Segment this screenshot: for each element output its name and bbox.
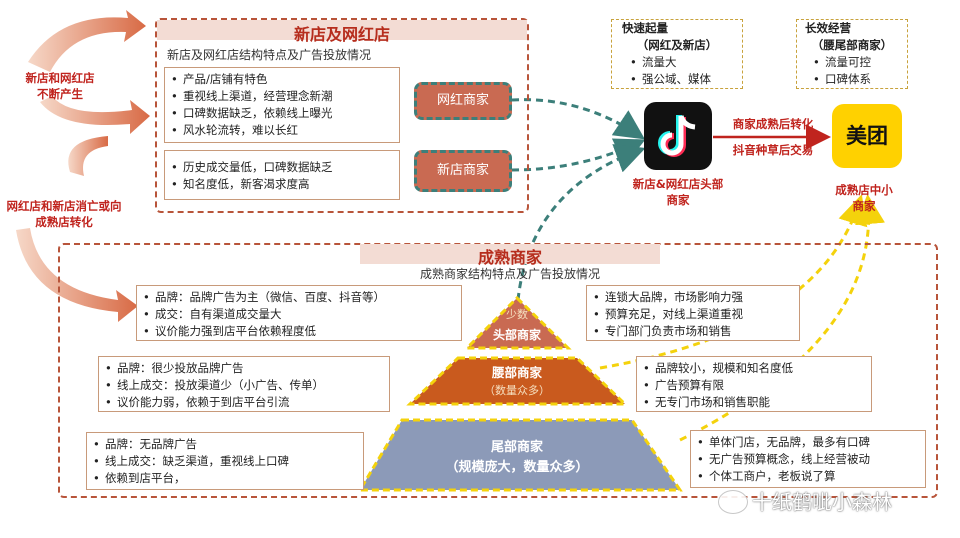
list-item: 无广告预算概念，线上经营被动 — [697, 451, 919, 468]
douyin-caption: 新店&网红店头部商家 — [632, 177, 724, 207]
list-item: 依赖到店平台， — [93, 470, 357, 487]
fast-growth-subtitle: （网红及新店） — [636, 38, 718, 52]
list-item: 个体工商户，老板说了算 — [697, 468, 919, 485]
watermark: 十纸鹤呲小森林 — [718, 486, 958, 518]
meituan-logo: 美团 — [832, 104, 902, 168]
list-item: 专门部门负责市场和销售 — [593, 323, 793, 340]
list-item: 品牌：很少投放品牌广告 — [105, 360, 383, 377]
list-item: 流量大 — [630, 54, 742, 71]
list-item: 无专门市场和销售职能 — [643, 394, 865, 411]
fast-growth-title: 快速起量 — [622, 21, 668, 35]
head-right-list: 连锁大品牌，市场影响力强 预算充足，对线上渠道重视 专门部门负责市场和销售 — [593, 289, 793, 340]
list-item: 预算充足，对线上渠道重视 — [593, 306, 793, 323]
list-item: 线上成交：投放渠道少（小广告、传单） — [105, 377, 383, 394]
teal-connector-wanghong — [511, 98, 645, 140]
waist-right-list: 品牌较小，规模和知名度低 广告预算有限 无专门市场和销售职能 — [643, 360, 865, 411]
head-right-box: 连锁大品牌，市场影响力强 预算充足，对线上渠道重视 专门部门负责市场和销售 — [586, 285, 800, 341]
pill-newstore-merchant: 新店商家 — [414, 150, 512, 192]
pyramid-top-line1: 少数 — [506, 308, 528, 321]
list-item: 广告预算有限 — [643, 377, 865, 394]
tail-left-box: 品牌：无品牌广告 线上成交：缺乏渠道，重视线上口碑 依赖到店平台， — [86, 432, 364, 490]
list-item: 口碑体系 — [813, 71, 907, 88]
mature-panel-title: 成熟商家 — [477, 248, 542, 267]
left-label-top: 新店和网红店不断产生 — [25, 71, 95, 101]
top-panel-subtitle: 新店及网红店结构特点及广告投放情况 — [167, 48, 372, 62]
douyin-logo — [644, 102, 712, 170]
mature-title-bar — [360, 244, 660, 264]
list-item: 品牌较小，规模和知名度低 — [643, 360, 865, 377]
teal-connector-head — [516, 144, 646, 301]
list-item: 风水轮流转，难以长红 — [171, 122, 393, 139]
watermark-text: 十纸鹤呲小森林 — [752, 490, 892, 514]
pill-wanghong-merchant: 网红商家 — [414, 82, 512, 120]
top-panel-box-features: 产品/店铺有特色 重视线上渠道，经营理念新潮 口碑数据缺乏，依赖线上曝光 风水轮… — [164, 67, 400, 143]
list-item: 产品/店铺有特色 — [171, 71, 393, 88]
list-item: 历史成交量低，口碑数据缺乏 — [171, 159, 393, 176]
long-term-title: 长效经营 — [805, 21, 851, 35]
left-curved-arrow-top — [28, 10, 146, 72]
list-item: 议价能力弱，依赖于到店平台引流 — [105, 394, 383, 411]
pyramid-middle-shape — [406, 356, 629, 406]
head-left-list: 品牌：品牌广告为主（微信、百度、抖音等） 成交：自有渠道成交量大 议价能力强到店… — [143, 289, 455, 340]
douyin-note-icon — [658, 115, 696, 157]
wechat-icon — [718, 490, 748, 514]
left-curved-arrow-bottom — [16, 228, 138, 322]
waist-left-list: 品牌：很少投放品牌广告 线上成交：投放渠道少（小广告、传单） 议价能力弱，依赖于… — [105, 360, 383, 411]
yellow-connector-tail — [679, 194, 885, 442]
pyramid-bot-line1: 尾部商家 — [490, 440, 543, 455]
teal-connector-xindian — [511, 138, 646, 172]
tail-right-box: 单体门店，无品牌，最多有口碑 无广告预算概念，线上经营被动 个体工商户，老板说了… — [690, 430, 926, 488]
list-item: 流量可控 — [813, 54, 907, 71]
left-label-bottom: 网红店和新店消亡或向成熟店转化 — [6, 199, 122, 229]
pyramid-bot-line2: （规模庞大，数量众多） — [445, 460, 589, 475]
long-term-subtitle: （腰尾部商家） — [811, 38, 893, 52]
top-panel-title: 新店及网红店 — [293, 25, 390, 44]
list-item: 强公域、媒体 — [630, 71, 742, 88]
meituan-caption: 成熟店中小商家 — [835, 183, 893, 213]
mature-panel-subtitle: 成熟商家结构特点及广告投放情况 — [420, 267, 601, 281]
top-panel-box-newstore-list: 历史成交量低，口碑数据缺乏 知名度低，新客渴求度高 — [171, 159, 393, 193]
waist-left-box: 品牌：很少投放品牌广告 线上成交：投放渠道少（小广告、传单） 议价能力弱，依赖于… — [98, 356, 390, 412]
new-and-influencer-panel: 新店及网红店 新店及网红店结构特点及广告投放情况 — [155, 18, 529, 213]
top-panel-box-features-list: 产品/店铺有特色 重视线上渠道，经营理念新潮 口碑数据缺乏，依赖线上曝光 风水轮… — [171, 71, 393, 139]
pyramid-top-shape — [463, 295, 572, 350]
tail-right-list: 单体门店，无品牌，最多有口碑 无广告预算概念，线上经营被动 个体工商户，老板说了… — [697, 434, 919, 485]
pyramid-top-line2: 头部商家 — [492, 328, 541, 342]
pyramid-mid-line2: （数量众多） — [484, 384, 550, 397]
fast-growth-box: 快速起量 （网红及新店） 流量大 强公域、媒体 — [611, 19, 743, 89]
head-left-box: 品牌：品牌广告为主（微信、百度、抖音等） 成交：自有渠道成交量大 议价能力强到店… — [136, 285, 462, 341]
long-term-list: 流量可控 口碑体系 — [797, 54, 907, 88]
list-item: 单体门店，无品牌，最多有口碑 — [697, 434, 919, 451]
left-curved-arrow-middle — [40, 96, 150, 134]
fast-growth-list: 流量大 强公域、媒体 — [612, 54, 742, 88]
list-item: 成交：自有渠道成交量大 — [143, 306, 455, 323]
long-term-box: 长效经营 （腰尾部商家） 流量可控 口碑体系 — [796, 19, 908, 89]
list-item: 品牌：无品牌广告 — [93, 436, 357, 453]
panel-title-bar — [157, 20, 527, 40]
pyramid-mid-line1: 腰部商家 — [491, 365, 542, 380]
list-item: 议价能力强到店平台依赖程度低 — [143, 323, 455, 340]
platform-arrow-label-bottom: 抖音种草后交易 — [732, 143, 814, 157]
list-item: 品牌：品牌广告为主（微信、百度、抖音等） — [143, 289, 455, 306]
tail-left-list: 品牌：无品牌广告 线上成交：缺乏渠道，重视线上口碑 依赖到店平台， — [93, 436, 357, 487]
pyramid-bottom-shape — [357, 418, 683, 492]
list-item: 知名度低，新客渴求度高 — [171, 176, 393, 193]
list-item: 重视线上渠道，经营理念新潮 — [171, 88, 393, 105]
list-item: 连锁大品牌，市场影响力强 — [593, 289, 793, 306]
list-item: 口碑数据缺乏，依赖线上曝光 — [171, 105, 393, 122]
platform-arrow-label-top: 商家成熟后转化 — [732, 117, 814, 131]
left-curved-arrow-lower — [68, 136, 108, 176]
waist-right-box: 品牌较小，规模和知名度低 广告预算有限 无专门市场和销售职能 — [636, 356, 872, 412]
top-panel-box-newstore: 历史成交量低，口碑数据缺乏 知名度低，新客渴求度高 — [164, 150, 400, 200]
list-item: 线上成交：缺乏渠道，重视线上口碑 — [93, 453, 357, 470]
